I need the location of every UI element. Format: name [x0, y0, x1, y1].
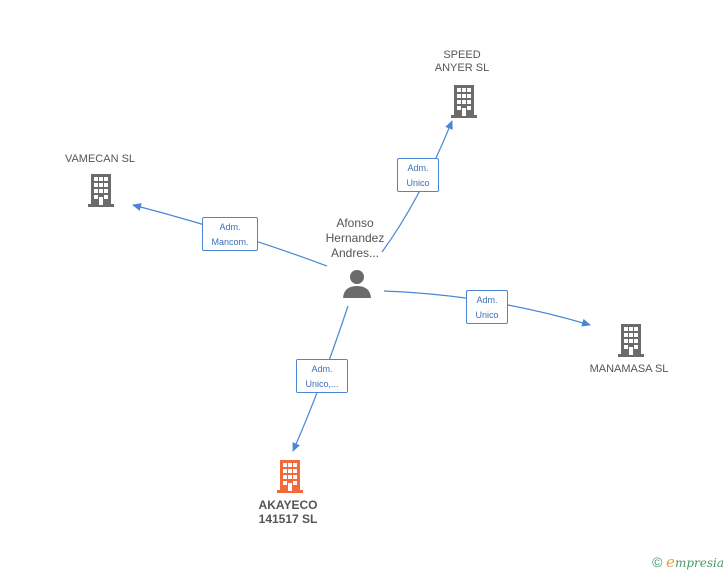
edge-label-manamasa[interactable]: Adm. Unico: [466, 290, 508, 324]
edge-label-speed[interactable]: Adm. Unico: [397, 158, 439, 192]
edge-label-akayeco[interactable]: Adm. Unico,...: [296, 359, 348, 393]
footer-brand: © empresia: [652, 553, 724, 571]
brand-name: mpresia: [674, 556, 724, 570]
building-icon: [618, 324, 644, 357]
person-icon: [343, 270, 371, 298]
building-icon: [451, 85, 477, 118]
node-label-vamecan[interactable]: VAMECAN SL: [64, 153, 136, 165]
node-label-akayeco[interactable]: AKAYECO 141517 SL: [258, 498, 318, 526]
node-label-person[interactable]: Afonso Hernandez Andres...: [325, 216, 385, 260]
brand-initial: e: [666, 553, 675, 571]
copyright-symbol: ©: [652, 554, 663, 570]
node-label-speed[interactable]: SPEED ANYER SL: [434, 49, 490, 74]
node-label-manamasa[interactable]: MANAMASA SL: [589, 363, 669, 375]
building-icon-focus: [277, 460, 303, 493]
edge-line-speed: [381, 120, 453, 253]
edge-label-vamecan[interactable]: Adm. Mancom.: [202, 217, 258, 251]
building-icon: [88, 174, 114, 207]
